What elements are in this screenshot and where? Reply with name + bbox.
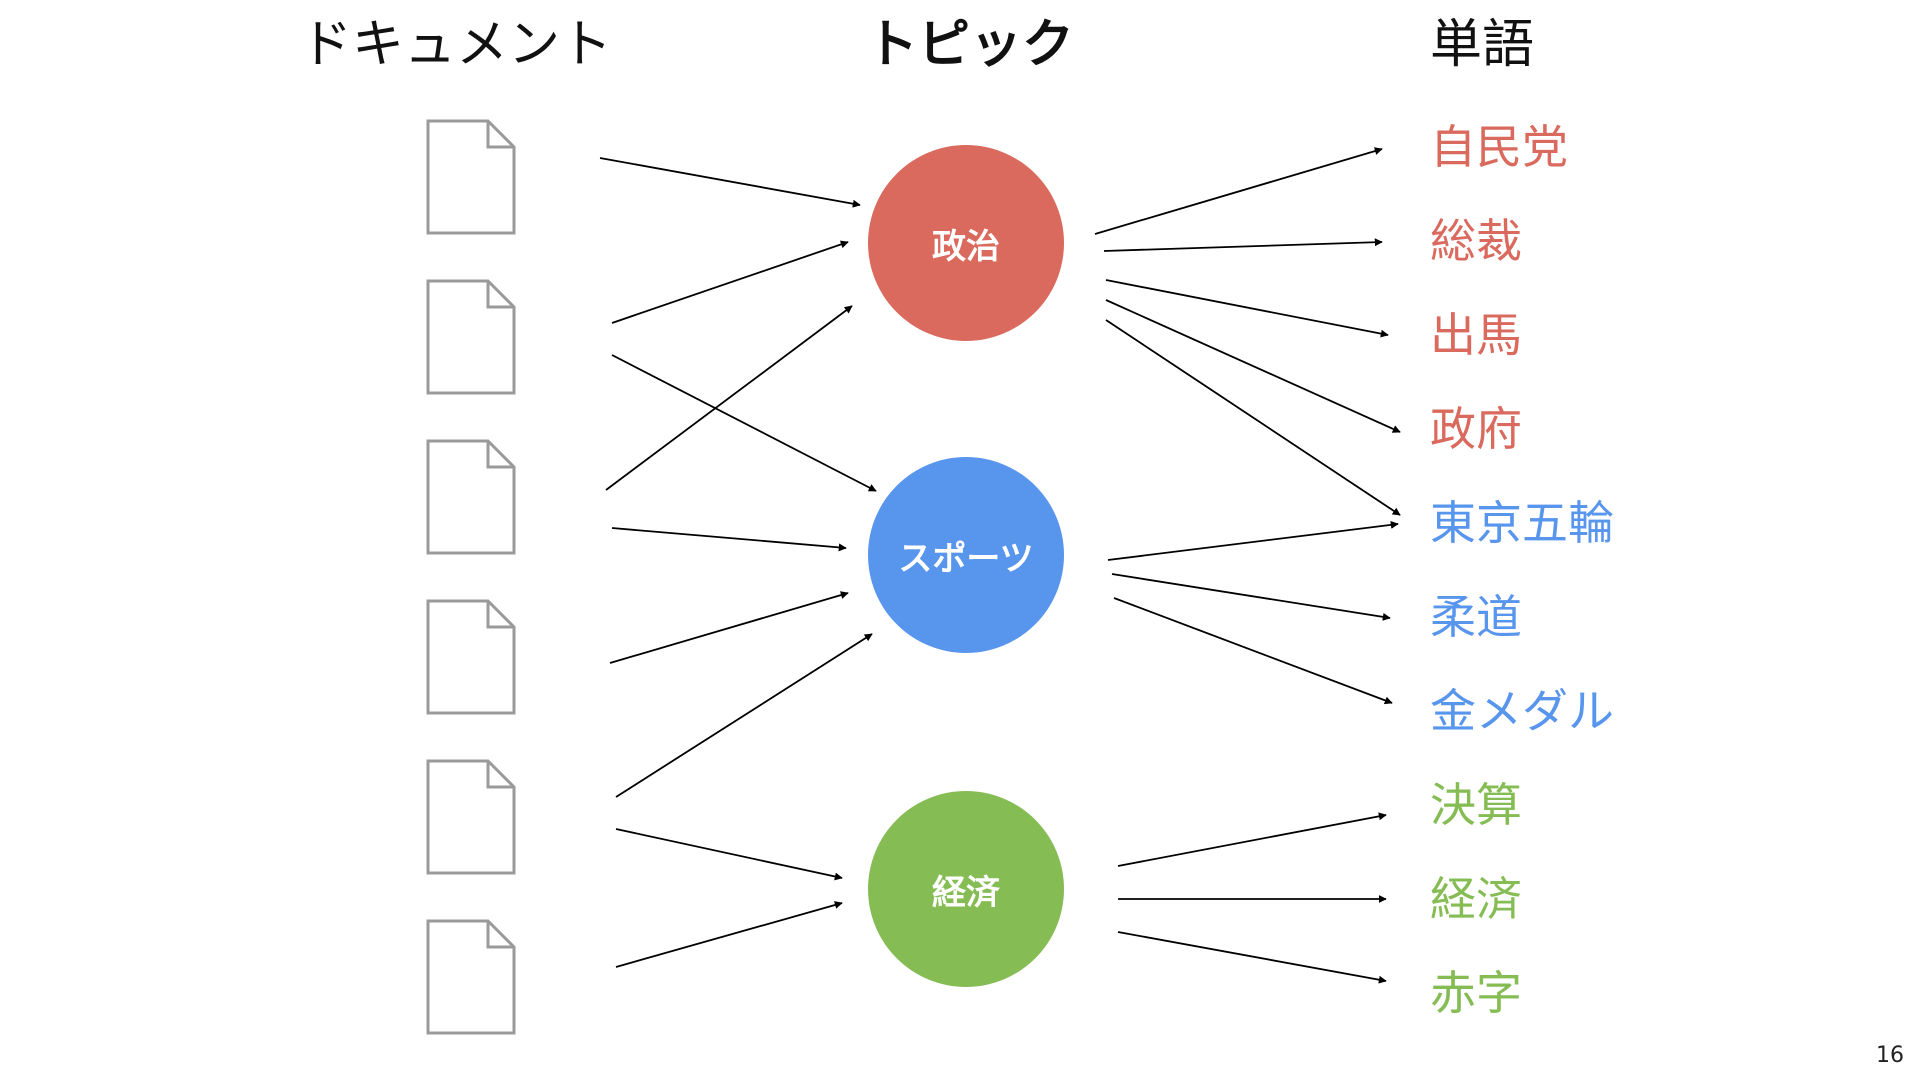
- arrow-doc6-economy: [615, 901, 843, 968]
- word-label: 自民党: [1430, 120, 1568, 174]
- word-label: 政府: [1430, 402, 1522, 456]
- documents-header: ドキュメント: [300, 15, 613, 75]
- document-icon: [426, 599, 516, 715]
- word-label: 総裁: [1430, 214, 1522, 268]
- word-label: 東京五輪: [1430, 496, 1614, 550]
- arrow-politics-w2: [1103, 238, 1383, 252]
- word-label: 経済: [1430, 872, 1522, 926]
- topic-sports: スポーツ: [868, 457, 1064, 653]
- arrow-economy-w10: [1117, 931, 1387, 984]
- topics-header: トピック: [865, 15, 1074, 75]
- arrow-doc4-sports: [609, 591, 849, 664]
- arrow-doc5-sports: [615, 633, 873, 798]
- arrow-doc3-politics: [605, 305, 853, 491]
- topic-politics: 政治: [868, 145, 1064, 341]
- word-label: 金メダル: [1430, 684, 1614, 738]
- page-number: 16: [1876, 1043, 1904, 1068]
- word-label: 決算: [1430, 778, 1522, 832]
- arrow-sports-w7: [1113, 597, 1393, 705]
- arrow-doc3-sports: [611, 527, 847, 552]
- arrow-sports-w5: [1107, 520, 1399, 561]
- arrow-doc5-economy: [615, 828, 843, 881]
- arrow-doc2-sports: [611, 354, 877, 492]
- arrow-doc2-politics: [611, 240, 849, 324]
- arrow-politics-w4: [1105, 299, 1401, 433]
- document-icon: [426, 279, 516, 395]
- topic-economy: 経済: [868, 791, 1064, 987]
- document-icon: [426, 919, 516, 1035]
- arrow-doc1-politics: [599, 157, 861, 208]
- arrow-economy-w8: [1117, 812, 1387, 867]
- word-label: 柔道: [1430, 590, 1522, 644]
- document-icon: [426, 759, 516, 875]
- document-icon: [426, 439, 516, 555]
- word-label: 出馬: [1430, 308, 1522, 362]
- arrow-politics-w3: [1105, 279, 1389, 338]
- arrow-politics-w5: [1105, 319, 1401, 516]
- words-header: 単語: [1430, 15, 1535, 75]
- arrow-sports-w6: [1111, 573, 1391, 621]
- document-icon: [426, 119, 516, 235]
- word-label: 赤字: [1430, 966, 1522, 1020]
- arrow-politics-w1: [1094, 147, 1383, 235]
